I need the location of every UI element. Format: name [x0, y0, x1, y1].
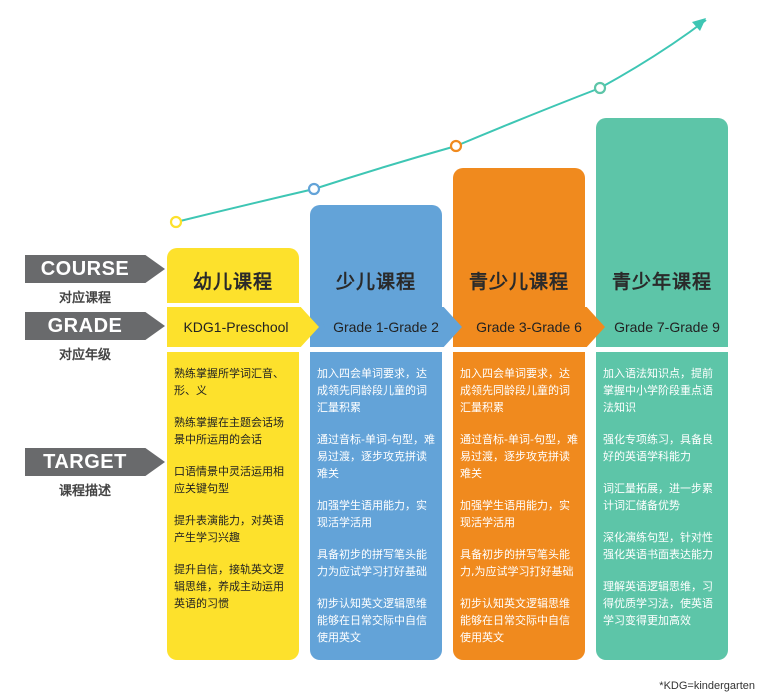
course-sub-label: 对应课程 — [58, 291, 111, 306]
desc-kindergarten: 熟练掌握所学词汇音、形、义 熟练掌握在主题会话场景中所运用的会话 口语情景中灵活… — [174, 365, 292, 627]
column-junior — [453, 168, 585, 660]
growth-arrowhead-icon — [692, 18, 706, 31]
grade-teen: Grade 7-Grade 9 — [596, 307, 728, 347]
footnote: *KDG=kindergarten — [659, 680, 755, 692]
column-teen — [596, 118, 728, 660]
growth-marker-1 — [169, 215, 183, 229]
desc-item: 加强学生语用能力，实现活学活用 — [460, 499, 570, 529]
grade-kindergarten: KDG1-Preschool — [167, 307, 319, 347]
grade-junior: Grade 3-Grade 6 — [453, 307, 605, 347]
grade-primary: Grade 1-Grade 2 — [310, 307, 462, 347]
desc-item: 加入语法知识点，提前掌握中小学阶段重点语法知识 — [603, 367, 713, 414]
desc-item: 理解英语逻辑思维，习得优质学习法，使英语学习变得更加高效 — [603, 580, 713, 627]
target-label: TARGET — [25, 448, 165, 476]
target-sub-label: 课程描述 — [58, 484, 111, 499]
divider-1 — [167, 303, 327, 307]
desc-item: 口语情景中灵活运用相应关键句型 — [174, 465, 284, 495]
growth-marker-3 — [449, 139, 463, 153]
desc-item: 提升表演能力，对英语产生学习兴趣 — [174, 514, 284, 544]
desc-item: 通过音标-单词-句型，难易过渡，逐步攻克拼读难关 — [317, 433, 435, 480]
desc-item: 强化专项练习，具备良好的英语学科能力 — [603, 433, 713, 463]
desc-item: 词汇量拓展，进一步累计词汇储备优势 — [603, 482, 713, 512]
desc-item: 具备初步的拼写笔头能力为应试学习打好基础 — [317, 548, 427, 578]
desc-item: 熟练掌握所学词汇音、形、义 — [174, 367, 284, 397]
desc-item: 初步认知英文逻辑思维能够在日常交际中自信使用英文 — [460, 597, 570, 644]
desc-item: 提升自信，接轨英文逻辑思维，养成主动运用英语的习惯 — [174, 563, 284, 610]
desc-item: 熟练掌握在主题会话场景中所运用的会话 — [174, 416, 284, 446]
desc-item: 加入四会单词要求，达成领先同龄段儿童的词汇量积累 — [317, 367, 427, 414]
desc-item: 通过音标-单词-句型，难易过渡，逐步攻克拼读难关 — [460, 433, 578, 480]
column-primary — [310, 205, 442, 660]
course-title-kindergarten: 幼儿课程 — [192, 270, 273, 293]
desc-primary: 加入四会单词要求，达成领先同龄段儿童的词汇量积累 通过音标-单词-句型，难易过渡… — [317, 365, 437, 661]
course-label: COURSE — [25, 255, 165, 283]
grade-sub-label: 对应年级 — [58, 348, 111, 363]
course-title-junior: 青少儿课程 — [468, 270, 569, 293]
desc-item: 深化演练句型，针对性强化英语书面表达能力 — [603, 531, 713, 561]
desc-item: 加入四会单词要求，达成领先同龄段儿童的词汇量积累 — [460, 367, 570, 414]
desc-junior: 加入四会单词要求，达成领先同龄段儿童的词汇量积累 通过音标-单词-句型，难易过渡… — [460, 365, 580, 661]
course-title-teen: 青少年课程 — [611, 270, 712, 293]
growth-marker-2 — [307, 182, 321, 196]
desc-item: 具备初步的拼写笔头能力,为应试学习打好基础 — [460, 548, 574, 578]
desc-item: 初步认知英文逻辑思维能够在日常交际中自信使用英文 — [317, 597, 427, 644]
grade-label: GRADE — [25, 312, 165, 340]
divider-2 — [167, 347, 728, 352]
desc-teen: 加入语法知识点，提前掌握中小学阶段重点语法知识 强化专项练习，具备良好的英语学科… — [603, 365, 723, 644]
growth-marker-4 — [593, 81, 607, 95]
course-title-primary: 少儿课程 — [335, 270, 416, 293]
desc-item: 加强学生语用能力，实现活学活用 — [317, 499, 427, 529]
